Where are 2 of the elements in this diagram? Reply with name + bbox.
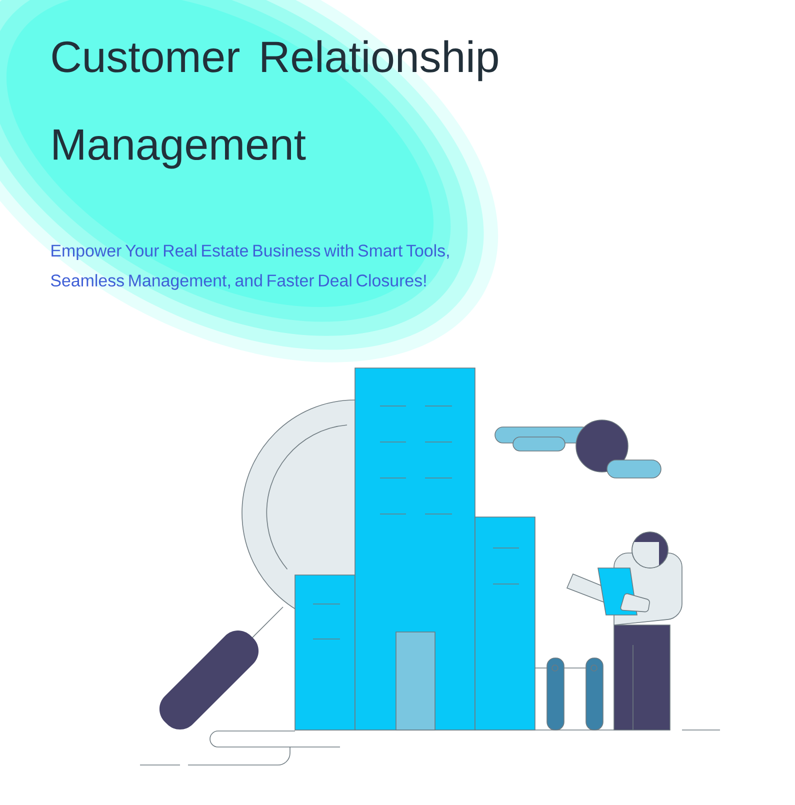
page-title: Customer Relationship Management	[52, 40, 498, 169]
subtitle: Empower Your Real Estate Business with Smart Tools, Seamless Management, and Faster Deal Closures!	[50, 244, 449, 290]
